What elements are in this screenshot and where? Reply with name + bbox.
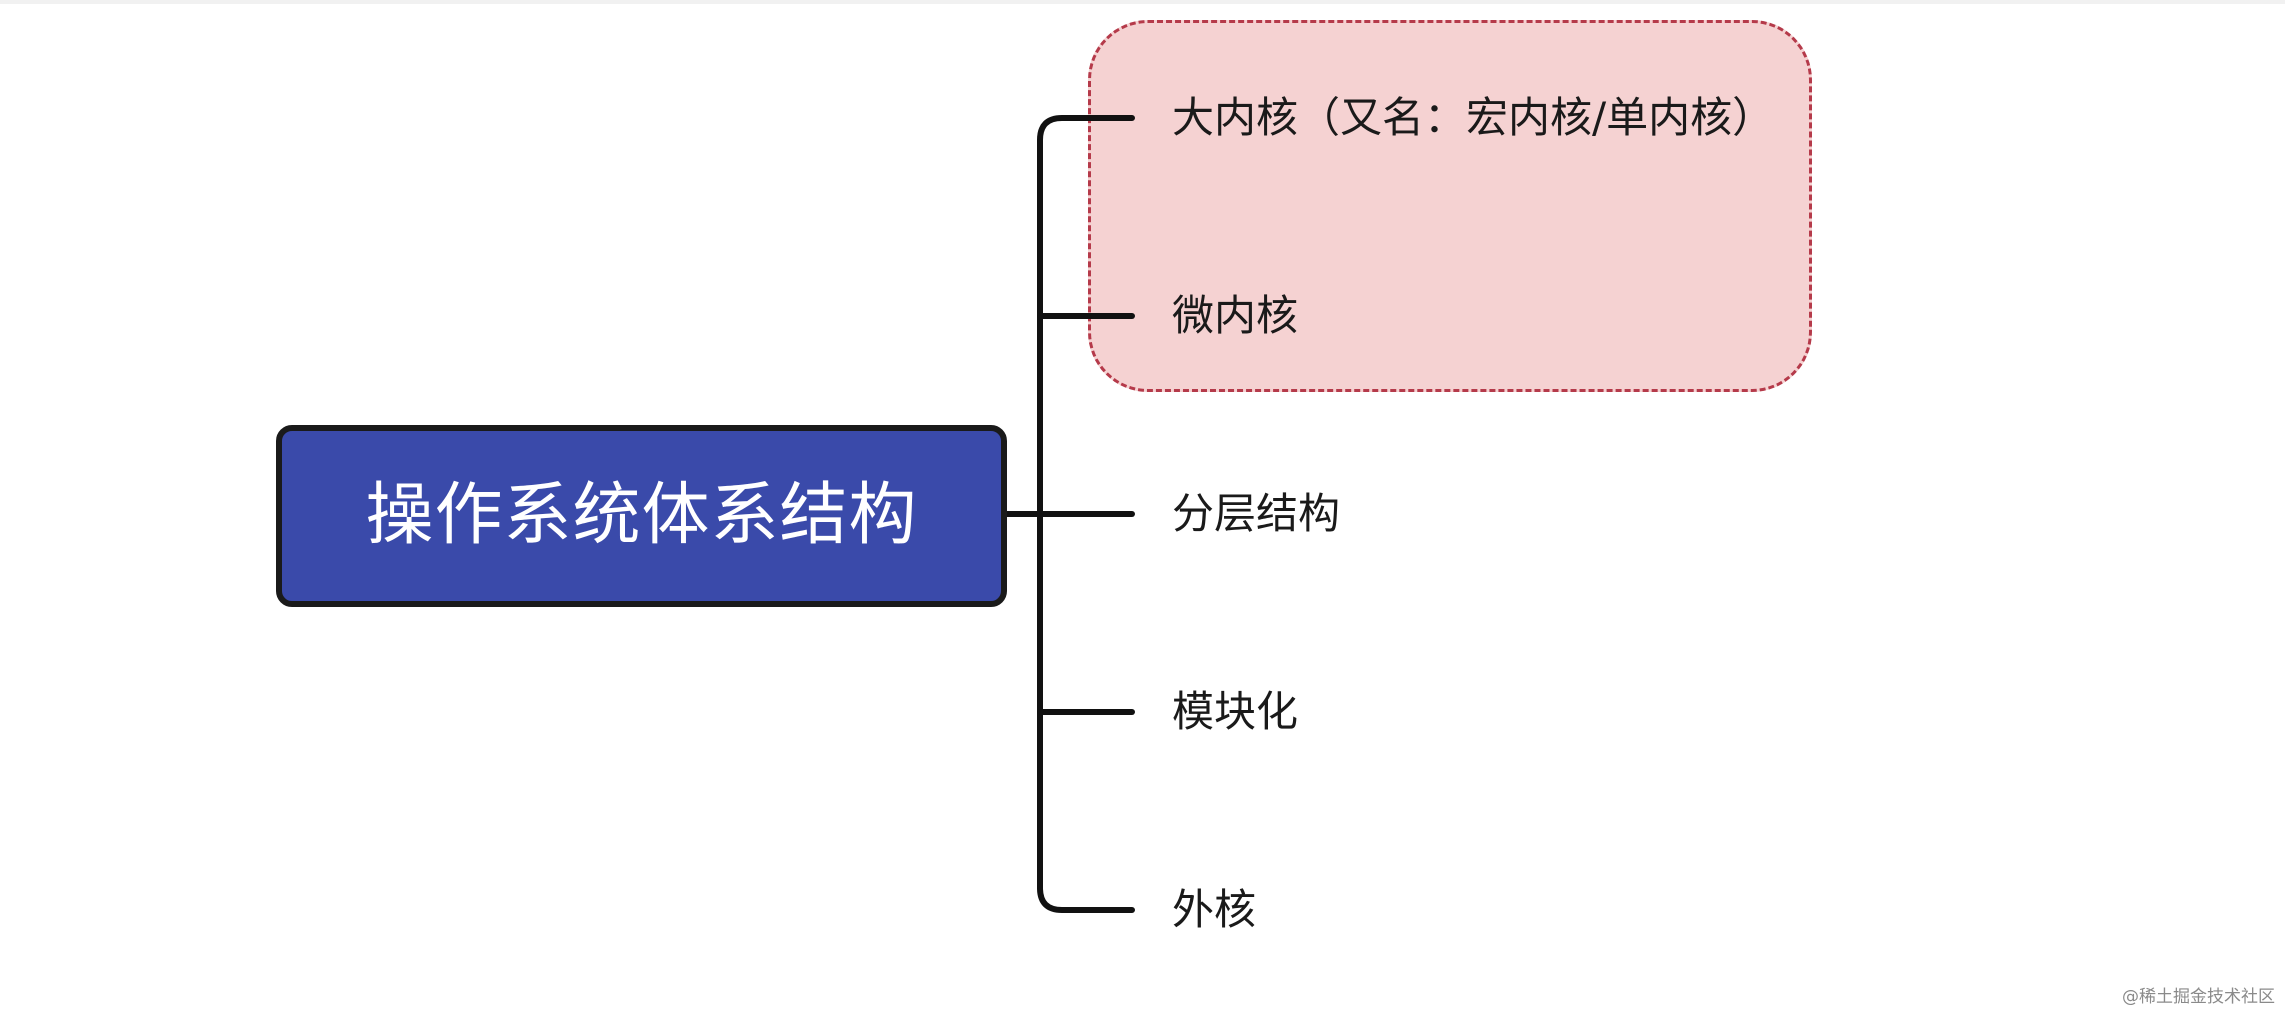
branch-monolithic-kernel[interactable]: 大内核（又名：宏内核/单内核）	[1172, 93, 1775, 142]
branch-exokernel[interactable]: 外核	[1172, 885, 1257, 934]
branch-layered-structure[interactable]: 分层结构	[1172, 489, 1341, 538]
root-node[interactable]: 操作系统体系结构	[276, 425, 1007, 607]
watermark: @稀土掘金技术社区	[2122, 987, 2275, 1007]
root-node-label: 操作系统体系结构	[365, 476, 918, 555]
branch-modular[interactable]: 模块化	[1172, 687, 1299, 736]
top-divider	[0, 0, 2285, 4]
highlight-group-box	[1088, 20, 1812, 392]
branch-microkernel[interactable]: 微内核	[1172, 291, 1299, 340]
